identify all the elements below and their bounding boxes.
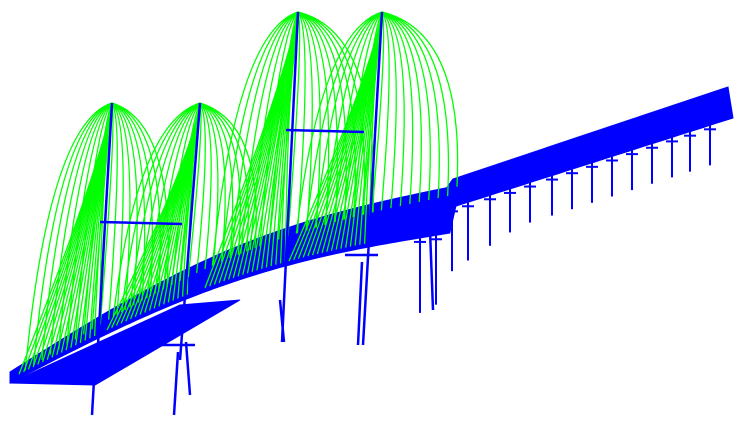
back-stay-cable bbox=[18, 102, 113, 375]
stay-cable bbox=[196, 102, 206, 274]
stay-cable bbox=[295, 11, 383, 234]
stay-cable bbox=[297, 11, 366, 215]
stay-cable bbox=[199, 102, 226, 262]
stay-cable bbox=[121, 102, 201, 313]
bridge-pylons bbox=[96, 11, 384, 361]
stay-cable bbox=[137, 102, 201, 303]
pylon-leg bbox=[178, 102, 202, 361]
stay-cable bbox=[259, 11, 299, 247]
back-stay-cable bbox=[106, 102, 201, 331]
stay-cable bbox=[296, 11, 306, 234]
stay-cable bbox=[381, 11, 431, 201]
main-pier bbox=[428, 229, 435, 311]
stay-cable bbox=[129, 102, 201, 308]
stay-cable bbox=[187, 102, 202, 277]
stay-cable bbox=[371, 11, 385, 213]
stay-cable bbox=[381, 11, 440, 199]
stay-cable bbox=[381, 11, 397, 209]
stay-cable bbox=[211, 11, 299, 266]
stay-cable bbox=[297, 11, 330, 225]
pylon-leg bbox=[361, 11, 384, 346]
stay-cable bbox=[33, 102, 113, 366]
stay-cable bbox=[314, 11, 383, 228]
stay-cable bbox=[199, 102, 257, 249]
pylon-leg bbox=[96, 102, 114, 346]
stay-cable bbox=[380, 11, 390, 211]
stay-cable bbox=[297, 11, 321, 228]
stay-cable bbox=[146, 102, 201, 299]
main-pier bbox=[90, 344, 98, 416]
stay-cable bbox=[108, 102, 118, 320]
stay-cable bbox=[297, 11, 356, 218]
stay-cable bbox=[221, 11, 299, 262]
main-pier bbox=[356, 261, 364, 346]
stay-cable bbox=[41, 102, 113, 360]
stay-cable bbox=[297, 11, 313, 231]
back-stay-cable bbox=[288, 11, 383, 262]
stay-cable bbox=[324, 11, 383, 225]
stay-cable bbox=[381, 11, 405, 207]
stay-cable bbox=[58, 102, 113, 350]
stay-cable bbox=[305, 11, 383, 231]
stay-cable bbox=[381, 11, 459, 187]
pylon-crossbeam bbox=[285, 128, 365, 134]
main-pier bbox=[278, 299, 286, 343]
stay-cable bbox=[199, 102, 241, 255]
stay-cable bbox=[381, 11, 422, 203]
pylon-leg bbox=[280, 11, 300, 343]
stay-cable bbox=[381, 11, 450, 197]
back-stay-cable bbox=[204, 11, 299, 289]
stay-cable bbox=[112, 102, 201, 317]
stay-cable bbox=[24, 102, 113, 371]
main-pier bbox=[172, 351, 180, 416]
stay-cable bbox=[199, 102, 212, 270]
stay-cable bbox=[240, 11, 299, 254]
main-piers bbox=[90, 226, 450, 416]
main-pier bbox=[184, 341, 192, 396]
stay-cable bbox=[381, 11, 414, 205]
stay-cable bbox=[287, 11, 301, 237]
pylon-crossbeam bbox=[99, 220, 183, 226]
stay-cable bbox=[249, 11, 299, 251]
stay-cables bbox=[18, 11, 459, 375]
